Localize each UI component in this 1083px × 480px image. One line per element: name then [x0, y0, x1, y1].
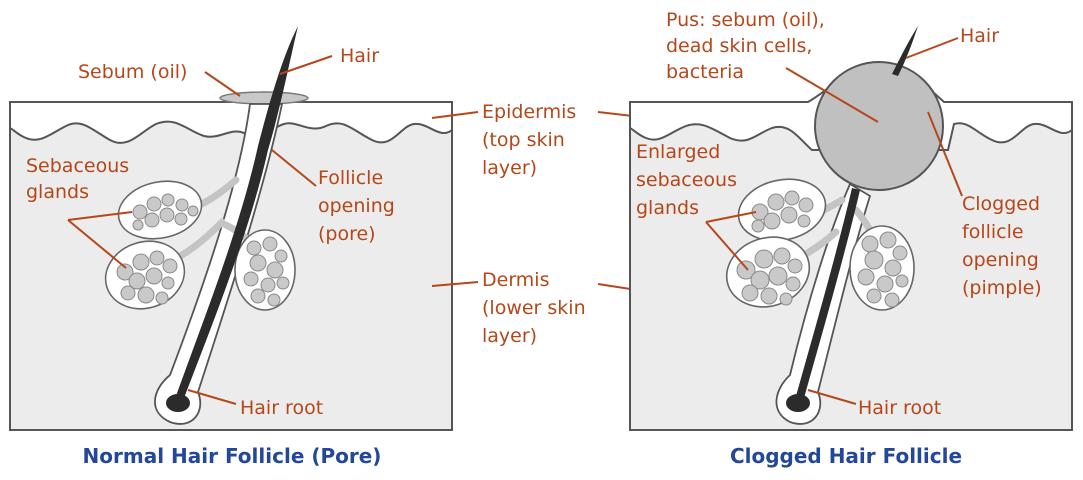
normal-hair-root-label: Hair root: [240, 397, 323, 419]
clogged-caption: Clogged Hair Follicle: [730, 444, 962, 468]
clogged-opening-leader: [927, 111, 963, 197]
normal-caption: Normal Hair Follicle (Pore): [83, 444, 382, 468]
clogged-gland-cells-right: [857, 231, 909, 308]
clogged-hair-root-leader: [807, 389, 857, 405]
normal-gland-cells-lower: [116, 250, 178, 305]
normal-sebaceous-leader-lower: [67, 219, 127, 269]
normal-sebaceous-label-line2: glands: [26, 181, 89, 203]
clogged-opening-label-line4: (pimple): [962, 277, 1042, 299]
epidermis-label-line2: (top skin: [482, 129, 565, 151]
normal-sebum-label: Sebum (oil): [78, 61, 187, 83]
clogged-hair-label: Hair: [960, 25, 999, 47]
normal-epidermis-layer: [9, 101, 453, 144]
normal-gland-cells-right: [243, 236, 290, 307]
clogged-enlarged-leader-lower: [705, 221, 749, 271]
clogged-hair-leader: [905, 37, 959, 59]
normal-hair-leader: [279, 55, 333, 75]
dermis-label-line2: (lower skin: [482, 297, 586, 319]
clogged-pus-label-line1: Pus: sebum (oil),: [666, 9, 825, 31]
clogged-pus-label-line3: bacteria: [666, 61, 744, 83]
normal-hair-label: Hair: [340, 45, 379, 67]
clogged-enlarged-label-line3: glands: [636, 197, 699, 219]
dermis-label-line3: layer): [482, 325, 537, 347]
clogged-opening-label-line2: follicle: [962, 221, 1024, 243]
normal-follicle-panel: Sebum (oil) Hair Sebaceous glands Follic…: [9, 26, 453, 468]
clogged-hair-bulb: [786, 394, 810, 412]
normal-hair-root-leader: [187, 389, 237, 405]
normal-sebum-leader: [204, 71, 241, 97]
clogged-enlarged-leader-upper: [705, 211, 757, 223]
clogged-gland-cells-upper: [751, 190, 814, 233]
dermis-leader-left: [431, 281, 479, 287]
clogged-opening-label-line3: opening: [962, 249, 1039, 271]
clogged-enlarged-label-line1: Enlarged: [636, 141, 720, 163]
clogged-hair-shaft: [796, 188, 860, 398]
clogged-follicle-panel: Pus: sebum (oil), dead skin cells, bacte…: [629, 9, 1073, 468]
epidermis-leader-left: [431, 111, 479, 119]
normal-follicle-label-line3: (pore): [318, 223, 376, 245]
normal-sebaceous-leader-upper: [67, 211, 133, 221]
clogged-gland-cells-lower: [736, 247, 803, 306]
clogged-hair-root-label: Hair root: [858, 397, 941, 419]
layer-labels: Epidermis (top skin layer) Dermis (lower…: [431, 101, 651, 347]
dermis-label-line1: Dermis: [482, 269, 549, 291]
clogged-hair-tip: [892, 26, 918, 76]
clogged-enlarged-label-line2: sebaceous: [636, 169, 737, 191]
clogged-pus-sac: [814, 61, 944, 191]
epidermis-label-line3: layer): [482, 157, 537, 179]
normal-sebum-layer: [219, 91, 309, 105]
normal-follicle-label-line1: Follicle: [318, 167, 383, 189]
clogged-pus-label-line2: dead skin cells,: [666, 35, 812, 57]
clogged-opening-label-line1: Clogged: [962, 193, 1040, 215]
normal-gland-cells-upper: [132, 193, 199, 231]
normal-follicle-leader: [271, 149, 317, 187]
normal-hair-shaft: [176, 26, 298, 398]
clogged-pus-leader: [785, 67, 879, 123]
epidermis-label-line1: Epidermis: [482, 101, 576, 123]
normal-hair-bulb: [166, 394, 190, 412]
normal-follicle-label-line2: opening: [318, 195, 395, 217]
normal-sebaceous-label-line1: Sebaceous: [26, 155, 129, 177]
